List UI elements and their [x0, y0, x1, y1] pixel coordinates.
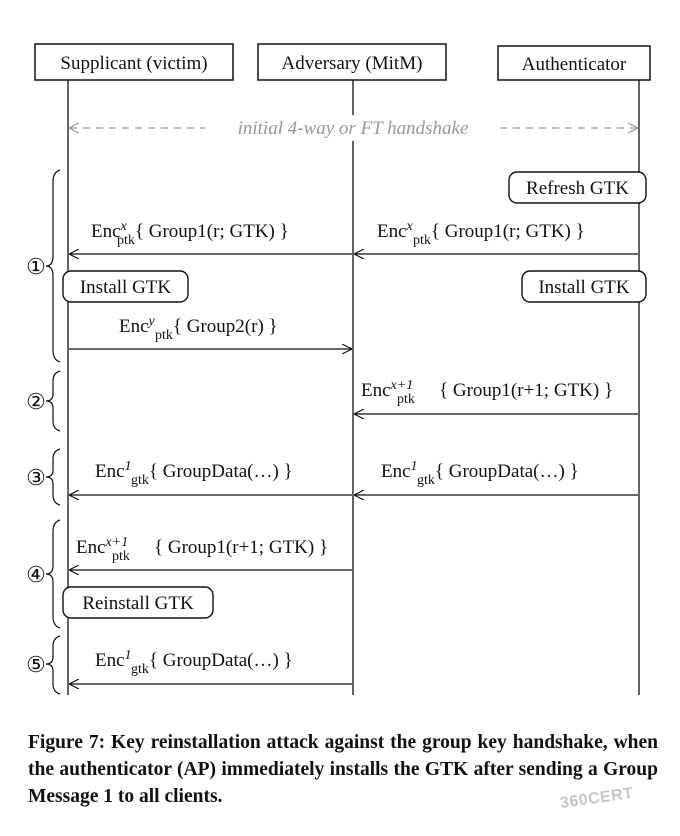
install-gtk-authenticator-label: Install GTK [538, 277, 630, 298]
actor-authenticator-label: Authenticator [522, 54, 627, 75]
stage-3-marker: ③ [26, 465, 46, 490]
stage-4-marker: ④ [26, 562, 46, 587]
actor-supplicant-label: Supplicant (victim) [60, 53, 207, 74]
stage-4-brace [45, 519, 61, 629]
stage-1-marker: ① [26, 254, 46, 279]
reinstall-gtk-label: Reinstall GTK [82, 593, 194, 614]
stage-5-brace [45, 635, 61, 695]
message-label-m6: Enc1gtk{ GroupData(…) } [95, 648, 293, 677]
stage-1-brace [45, 169, 61, 363]
stage-3-brace [45, 448, 61, 506]
stage-5-marker: ⑤ [26, 652, 46, 677]
initial-handshake-label: initial 4-way or FT handshake [238, 118, 469, 139]
initial-handshake: initial 4-way or FT handshake [70, 115, 637, 141]
message-label-m4a: Enc1gtk{ GroupData(…) } [95, 459, 293, 488]
message-label-m1b: Encxptk{ Group1(r; GTK) } [377, 219, 585, 248]
install-gtk-supplicant-label: Install GTK [80, 277, 172, 298]
stage-2-brace [45, 370, 61, 432]
actor-supplicant: Supplicant (victim) [34, 43, 234, 81]
refresh-gtk-label: Refresh GTK [526, 178, 629, 199]
actor-adversary: Adversary (MitM) [257, 43, 447, 81]
reinstall-gtk-box: Reinstall GTK [62, 586, 214, 619]
diagram-canvas: Supplicant (victim) Adversary (MitM) Aut… [26, 43, 651, 695]
actor-adversary-label: Adversary (MitM) [282, 53, 423, 74]
stage-2-marker: ② [26, 389, 46, 414]
install-gtk-supplicant-box: Install GTK [62, 270, 189, 303]
install-gtk-authenticator-box: Install GTK [521, 270, 647, 303]
refresh-gtk-box: Refresh GTK [508, 171, 647, 204]
figure-caption: Figure 7: Key reinstallation attack agai… [28, 732, 658, 807]
message-label-m4b: Enc1gtk{ GroupData(…) } [381, 459, 579, 488]
actor-authenticator: Authenticator [497, 45, 651, 81]
message-label-m2: Encyptk{ Group2(r) } [119, 314, 278, 343]
